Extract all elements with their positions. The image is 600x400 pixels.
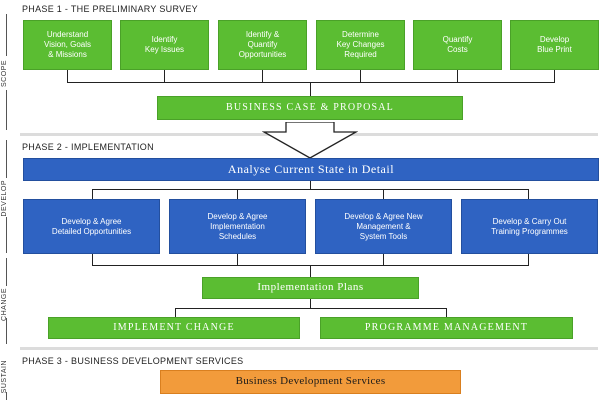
connector bbox=[92, 189, 93, 199]
develop-step-detailed-opportunities: Develop & Agree Detailed Opportunities bbox=[23, 199, 160, 254]
connector bbox=[237, 189, 238, 199]
survey-step-develop-blue-print: Develop Blue Print bbox=[510, 20, 599, 70]
scope-line-bottom bbox=[6, 90, 7, 130]
survey-step-understand-vision: Understand Vision, Goals & Missions bbox=[23, 20, 112, 70]
connector bbox=[310, 265, 311, 277]
survey-step-determine-changes: Determine Key Changes Required bbox=[316, 20, 405, 70]
connector bbox=[67, 82, 555, 83]
survey-step-identify-opportunities: Identify & Quantify Opportunities bbox=[218, 20, 307, 70]
down-arrow-icon bbox=[262, 122, 358, 159]
scope-line-top bbox=[6, 14, 7, 56]
connector bbox=[310, 299, 311, 308]
connector bbox=[92, 189, 528, 190]
phase-divider bbox=[20, 347, 598, 350]
connector bbox=[528, 254, 529, 265]
business-development-services-box: Business Development Services bbox=[160, 370, 461, 394]
change-line-top bbox=[6, 258, 7, 286]
connector bbox=[175, 308, 176, 317]
connector bbox=[360, 70, 361, 82]
connector bbox=[457, 70, 458, 82]
connector bbox=[554, 70, 555, 82]
develop-label: DEVELOP bbox=[1, 180, 8, 217]
connector bbox=[446, 308, 447, 317]
develop-line-top bbox=[6, 140, 7, 178]
develop-line-bottom bbox=[6, 217, 7, 253]
connector bbox=[310, 181, 311, 189]
connector bbox=[92, 254, 93, 265]
develop-step-implementation-schedules: Develop & Agree Implementation Schedules bbox=[169, 199, 306, 254]
survey-step-identify-key-issues: Identify Key Issues bbox=[120, 20, 209, 70]
business-case-box: BUSINESS CASE & PROPOSAL bbox=[157, 96, 463, 120]
sustain-line-bottom bbox=[6, 392, 7, 400]
programme-management-box: PROGRAMME MANAGEMENT bbox=[320, 317, 573, 339]
survey-step-quantify-costs: Quantify Costs bbox=[413, 20, 502, 70]
implement-change-box: IMPLEMENT CHANGE bbox=[48, 317, 300, 339]
phase-3-title: PHASE 3 - BUSINESS DEVELOPMENT SERVICES bbox=[22, 356, 244, 366]
develop-step-management-tools: Develop & Agree New Management & System … bbox=[315, 199, 452, 254]
connector bbox=[175, 308, 447, 309]
connector bbox=[164, 70, 165, 82]
connector bbox=[383, 189, 384, 199]
connector bbox=[237, 254, 238, 265]
connector bbox=[67, 70, 68, 82]
scope-label: SCOPE bbox=[1, 60, 8, 88]
change-label: CHANGE bbox=[1, 288, 8, 321]
phase-1-title: PHASE 1 - THE PRELIMINARY SURVEY bbox=[22, 4, 198, 14]
connector bbox=[383, 254, 384, 265]
connector bbox=[528, 189, 529, 199]
develop-step-training-programmes: Develop & Carry Out Training Programmes bbox=[461, 199, 598, 254]
sustain-label: SUSTAIN bbox=[1, 360, 8, 394]
implementation-plans-box: Implementation Plans bbox=[202, 277, 419, 299]
analyse-current-state-box: Analyse Current State in Detail bbox=[23, 158, 599, 181]
connector bbox=[310, 82, 311, 96]
change-line-bottom bbox=[6, 318, 7, 344]
connector bbox=[262, 70, 263, 82]
phase-2-title: PHASE 2 - IMPLEMENTATION bbox=[22, 142, 154, 152]
